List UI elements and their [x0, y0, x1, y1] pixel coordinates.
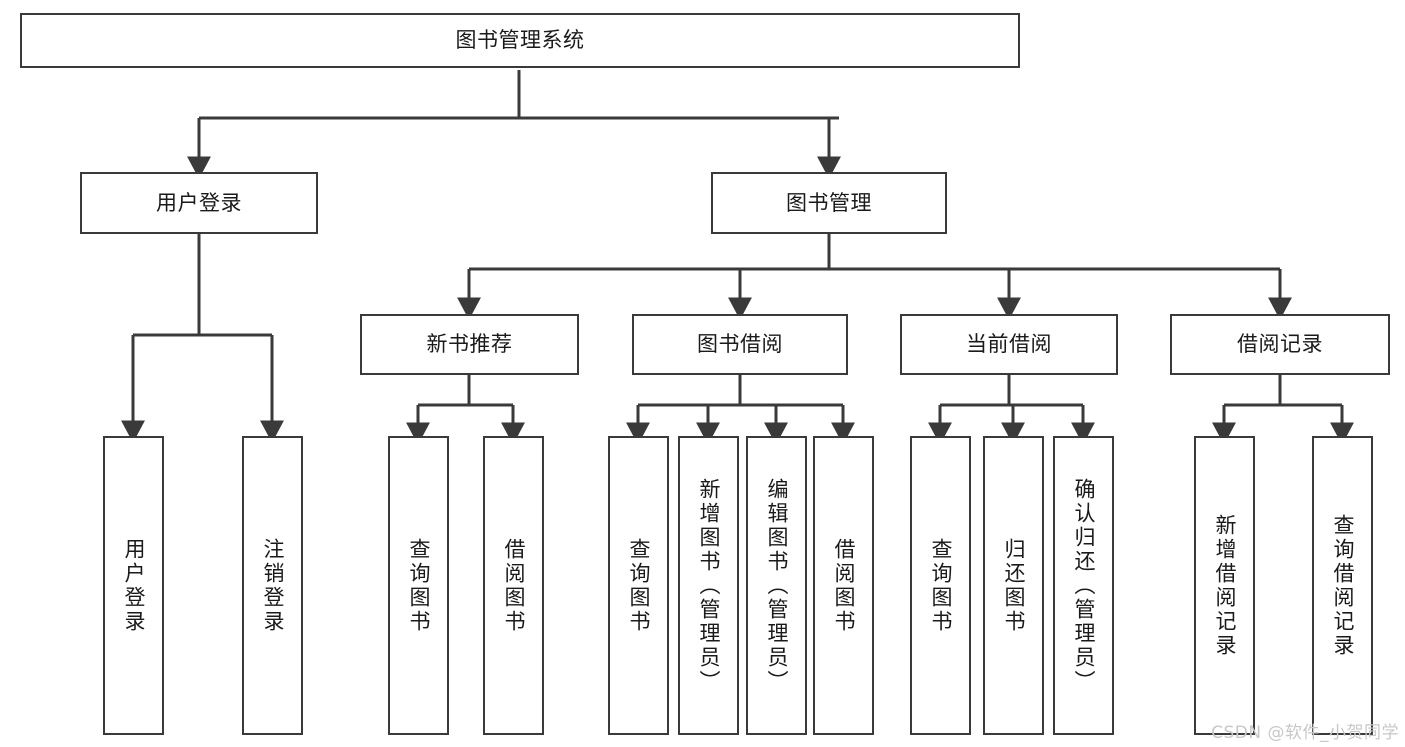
leaf-current-query-book[interactable]: 查询图书 — [910, 436, 971, 735]
leaf-label: 新增图书（管理员） — [697, 477, 721, 694]
node-book-management[interactable]: 图书管理 — [711, 172, 947, 234]
leaf-label: 查询图书 — [627, 537, 651, 634]
node-book-management-label: 图书管理 — [786, 190, 872, 215]
node-root[interactable]: 图书管理系统 — [20, 13, 1020, 68]
node-new-book-recommend[interactable]: 新书推荐 — [360, 314, 579, 375]
leaf-label: 归还图书 — [1002, 537, 1026, 634]
leaf-user-login-login[interactable]: 用户登录 — [103, 436, 164, 735]
node-borrow-records-label: 借阅记录 — [1237, 332, 1323, 356]
node-book-borrow[interactable]: 图书借阅 — [632, 314, 848, 375]
leaf-borrow-add-book[interactable]: 新增图书（管理员） — [678, 436, 739, 735]
leaf-label: 借阅图书 — [502, 537, 526, 634]
node-borrow-records[interactable]: 借阅记录 — [1170, 314, 1390, 375]
leaf-borrow-query-book[interactable]: 查询图书 — [608, 436, 669, 735]
leaf-records-query-record[interactable]: 查询借阅记录 — [1312, 436, 1373, 735]
leaf-new-book-query[interactable]: 查询图书 — [388, 436, 449, 735]
leaf-borrow-edit-book[interactable]: 编辑图书（管理员） — [746, 436, 807, 735]
leaf-label: 借阅图书 — [832, 537, 856, 634]
leaf-records-add-record[interactable]: 新增借阅记录 — [1194, 436, 1255, 735]
leaf-label: 确认归还（管理员） — [1072, 477, 1096, 694]
leaf-label: 查询图书 — [407, 537, 431, 634]
leaf-borrow-borrow-book[interactable]: 借阅图书 — [813, 436, 874, 735]
node-book-borrow-label: 图书借阅 — [697, 332, 783, 356]
leaf-label: 新增借阅记录 — [1213, 513, 1237, 658]
node-user-login-label: 用户登录 — [156, 190, 242, 215]
leaf-label: 查询借阅记录 — [1331, 513, 1355, 658]
node-current-borrow[interactable]: 当前借阅 — [900, 314, 1118, 375]
leaf-current-confirm-return[interactable]: 确认归还（管理员） — [1053, 436, 1114, 735]
leaf-label: 查询图书 — [929, 537, 953, 634]
node-user-login[interactable]: 用户登录 — [80, 172, 318, 234]
leaf-label: 用户登录 — [122, 537, 146, 634]
node-current-borrow-label: 当前借阅 — [966, 332, 1052, 356]
node-new-book-recommend-label: 新书推荐 — [426, 332, 513, 356]
node-root-label: 图书管理系统 — [455, 28, 585, 52]
leaf-current-return-book[interactable]: 归还图书 — [983, 436, 1044, 735]
leaf-user-login-logout[interactable]: 注销登录 — [242, 436, 303, 735]
leaf-label: 注销登录 — [261, 537, 285, 634]
leaf-label: 编辑图书（管理员） — [765, 477, 789, 694]
leaf-new-book-borrow[interactable]: 借阅图书 — [483, 436, 544, 735]
